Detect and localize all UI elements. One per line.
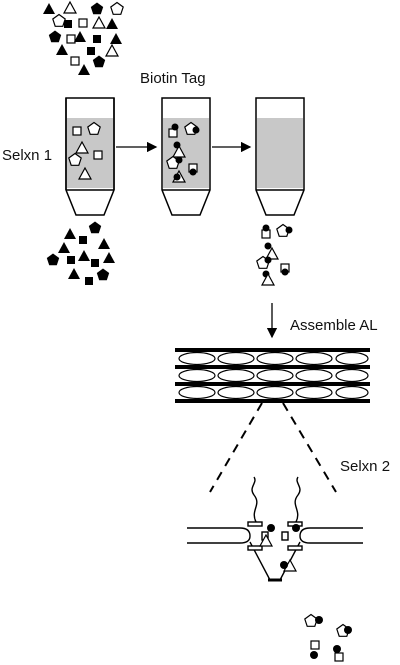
pore-captured-molecules (259, 524, 300, 572)
layered-assembly (175, 348, 370, 403)
mixed-library-cluster (43, 1, 124, 75)
assemble-label: Assemble AL (290, 317, 378, 334)
column-3 (255, 97, 305, 216)
eluted-cluster (256, 223, 293, 286)
unbound-cluster (46, 221, 115, 285)
zoom-line-right (282, 402, 337, 493)
biotin-tag-label: Biotin Tag (140, 70, 206, 87)
selxn2-label: Selxn 2 (340, 458, 390, 475)
column-1 (65, 97, 115, 216)
zoom-line-left (209, 402, 263, 493)
column-2 (161, 97, 211, 216)
selxn1-label: Selxn 1 (2, 147, 52, 164)
pore-detail (187, 476, 363, 582)
released-molecules (304, 613, 352, 662)
